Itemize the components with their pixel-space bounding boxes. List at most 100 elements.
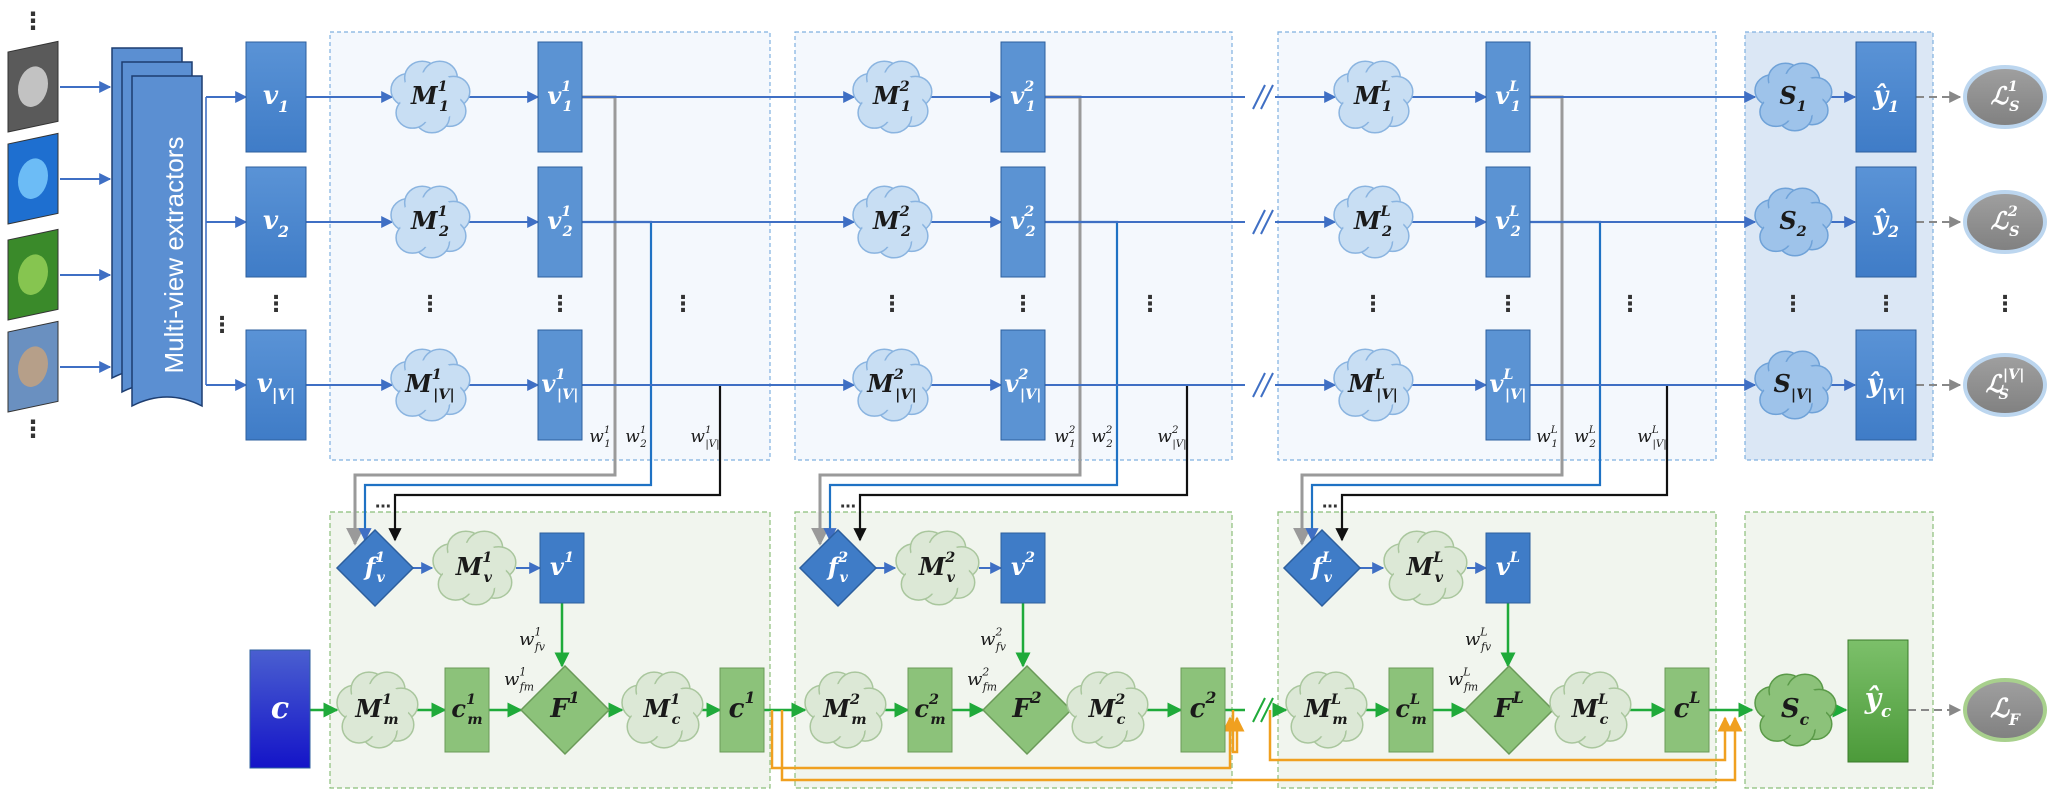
cloud-core bbox=[1763, 361, 1823, 409]
cloud-core bbox=[1294, 683, 1358, 737]
cloud-dots: ⋮ bbox=[419, 292, 441, 317]
common-cloud-label: Sc bbox=[1781, 694, 1810, 729]
input-view-2 bbox=[245, 166, 307, 278]
cloud-dots: ⋮ bbox=[1362, 292, 1384, 317]
input-image-1 bbox=[7, 40, 59, 133]
common-loss bbox=[1963, 678, 2047, 742]
cloud-core bbox=[399, 71, 461, 123]
view-cloud-label: M2|V| bbox=[866, 366, 917, 403]
view-cloud-s2-r2 bbox=[852, 185, 933, 259]
fusion-cm-3 bbox=[1388, 667, 1434, 753]
fusion-v-3 bbox=[1485, 532, 1531, 604]
break-mark bbox=[1260, 372, 1274, 398]
skip-line-3 bbox=[1268, 710, 1733, 762]
weight-label: w2|V| bbox=[1157, 425, 1186, 450]
weight-line-black bbox=[1335, 385, 1669, 542]
fusion-c-3 bbox=[1664, 667, 1710, 753]
cloud-core bbox=[442, 542, 506, 594]
view-cloud-s3-r1 bbox=[1333, 60, 1414, 134]
view-out-s3-r3 bbox=[1485, 329, 1531, 441]
specific-out-3 bbox=[1855, 329, 1917, 441]
view-cloud-s3-r2 bbox=[1333, 185, 1414, 259]
fusion-mc-2 bbox=[1066, 671, 1149, 749]
view-cloud-s1-r1 bbox=[390, 60, 471, 134]
common-loss-label: ℒF bbox=[1990, 694, 2021, 729]
break-mark bbox=[1252, 372, 1266, 398]
view-out-label: v2|V| bbox=[1005, 366, 1042, 403]
cloud-core bbox=[1342, 71, 1404, 123]
cloud-core bbox=[1393, 542, 1457, 594]
input-view-label-3: v|V| bbox=[257, 369, 296, 404]
weight-dots: ⋮ bbox=[1619, 292, 1641, 317]
specific-cloud-label: S2 bbox=[1779, 206, 1806, 241]
fusion-v-label: v1 bbox=[550, 549, 574, 581]
fusion-v-1 bbox=[539, 532, 585, 604]
break-mark bbox=[1260, 84, 1274, 110]
cloud-core bbox=[1763, 198, 1823, 246]
cloud-core bbox=[345, 683, 409, 737]
fusion-c-label: cL bbox=[1674, 688, 1701, 724]
weight-merge-dots: … bbox=[1322, 493, 1338, 512]
common-input-label: c bbox=[271, 691, 289, 726]
fusion-F-2 bbox=[981, 664, 1073, 756]
weight-dots: ⋮ bbox=[1139, 292, 1161, 317]
fusion-mm-1 bbox=[336, 671, 419, 749]
fusion-v-label: vL bbox=[1496, 549, 1520, 581]
image-subject bbox=[18, 158, 48, 199]
fusion-mm-3 bbox=[1285, 671, 1368, 749]
break-mark bbox=[1252, 697, 1266, 723]
weight-label: w1|V| bbox=[690, 425, 719, 450]
cloud-core bbox=[861, 196, 923, 248]
view-out-label: vL|V| bbox=[1489, 366, 1526, 403]
loss-label: ℒ|V|S bbox=[1986, 366, 2025, 403]
specific-out-2 bbox=[1855, 166, 1917, 278]
view-cloud-s2-r3 bbox=[852, 348, 933, 422]
fusion-mc-3 bbox=[1549, 671, 1632, 749]
skip-line-4 bbox=[1229, 710, 1245, 754]
view-out-s1-r1 bbox=[537, 41, 583, 153]
cloud-core bbox=[861, 71, 923, 123]
input-image-3 bbox=[7, 228, 59, 321]
specific-cloud-label: S|V| bbox=[1774, 369, 1813, 404]
cloud-core bbox=[1558, 683, 1622, 737]
view-cloud-s1-r2 bbox=[390, 185, 471, 259]
fusion-F-label: F1 bbox=[549, 688, 579, 724]
weight-merge-dots: … bbox=[840, 493, 856, 512]
view-cloud-s2-r1 bbox=[852, 60, 933, 134]
fusion-F-1 bbox=[519, 664, 611, 756]
fusion-F-label: F2 bbox=[1011, 688, 1041, 724]
views-dots: ⋮ bbox=[265, 292, 287, 317]
cloud-core bbox=[1342, 359, 1404, 411]
loss-3 bbox=[1963, 353, 2047, 417]
fusion-c-2 bbox=[1180, 667, 1226, 753]
cloud-core bbox=[861, 359, 923, 411]
weight-dots: ⋮ bbox=[672, 292, 694, 317]
box-dots: ⋮ bbox=[549, 292, 571, 317]
fusion-F-3 bbox=[1463, 664, 1555, 756]
skip-line-1 bbox=[770, 710, 1238, 770]
cloud-core bbox=[1075, 683, 1139, 737]
specific-out-label: ŷ|V| bbox=[1866, 369, 1906, 404]
view-out-s2-r2 bbox=[1000, 166, 1046, 278]
input-view-label-2: v2 bbox=[263, 206, 289, 241]
specific-out-1 bbox=[1855, 41, 1917, 153]
weight-merge-dots: … bbox=[375, 493, 391, 512]
fusion-fv-1 bbox=[335, 528, 415, 608]
cloud-core bbox=[813, 683, 877, 737]
